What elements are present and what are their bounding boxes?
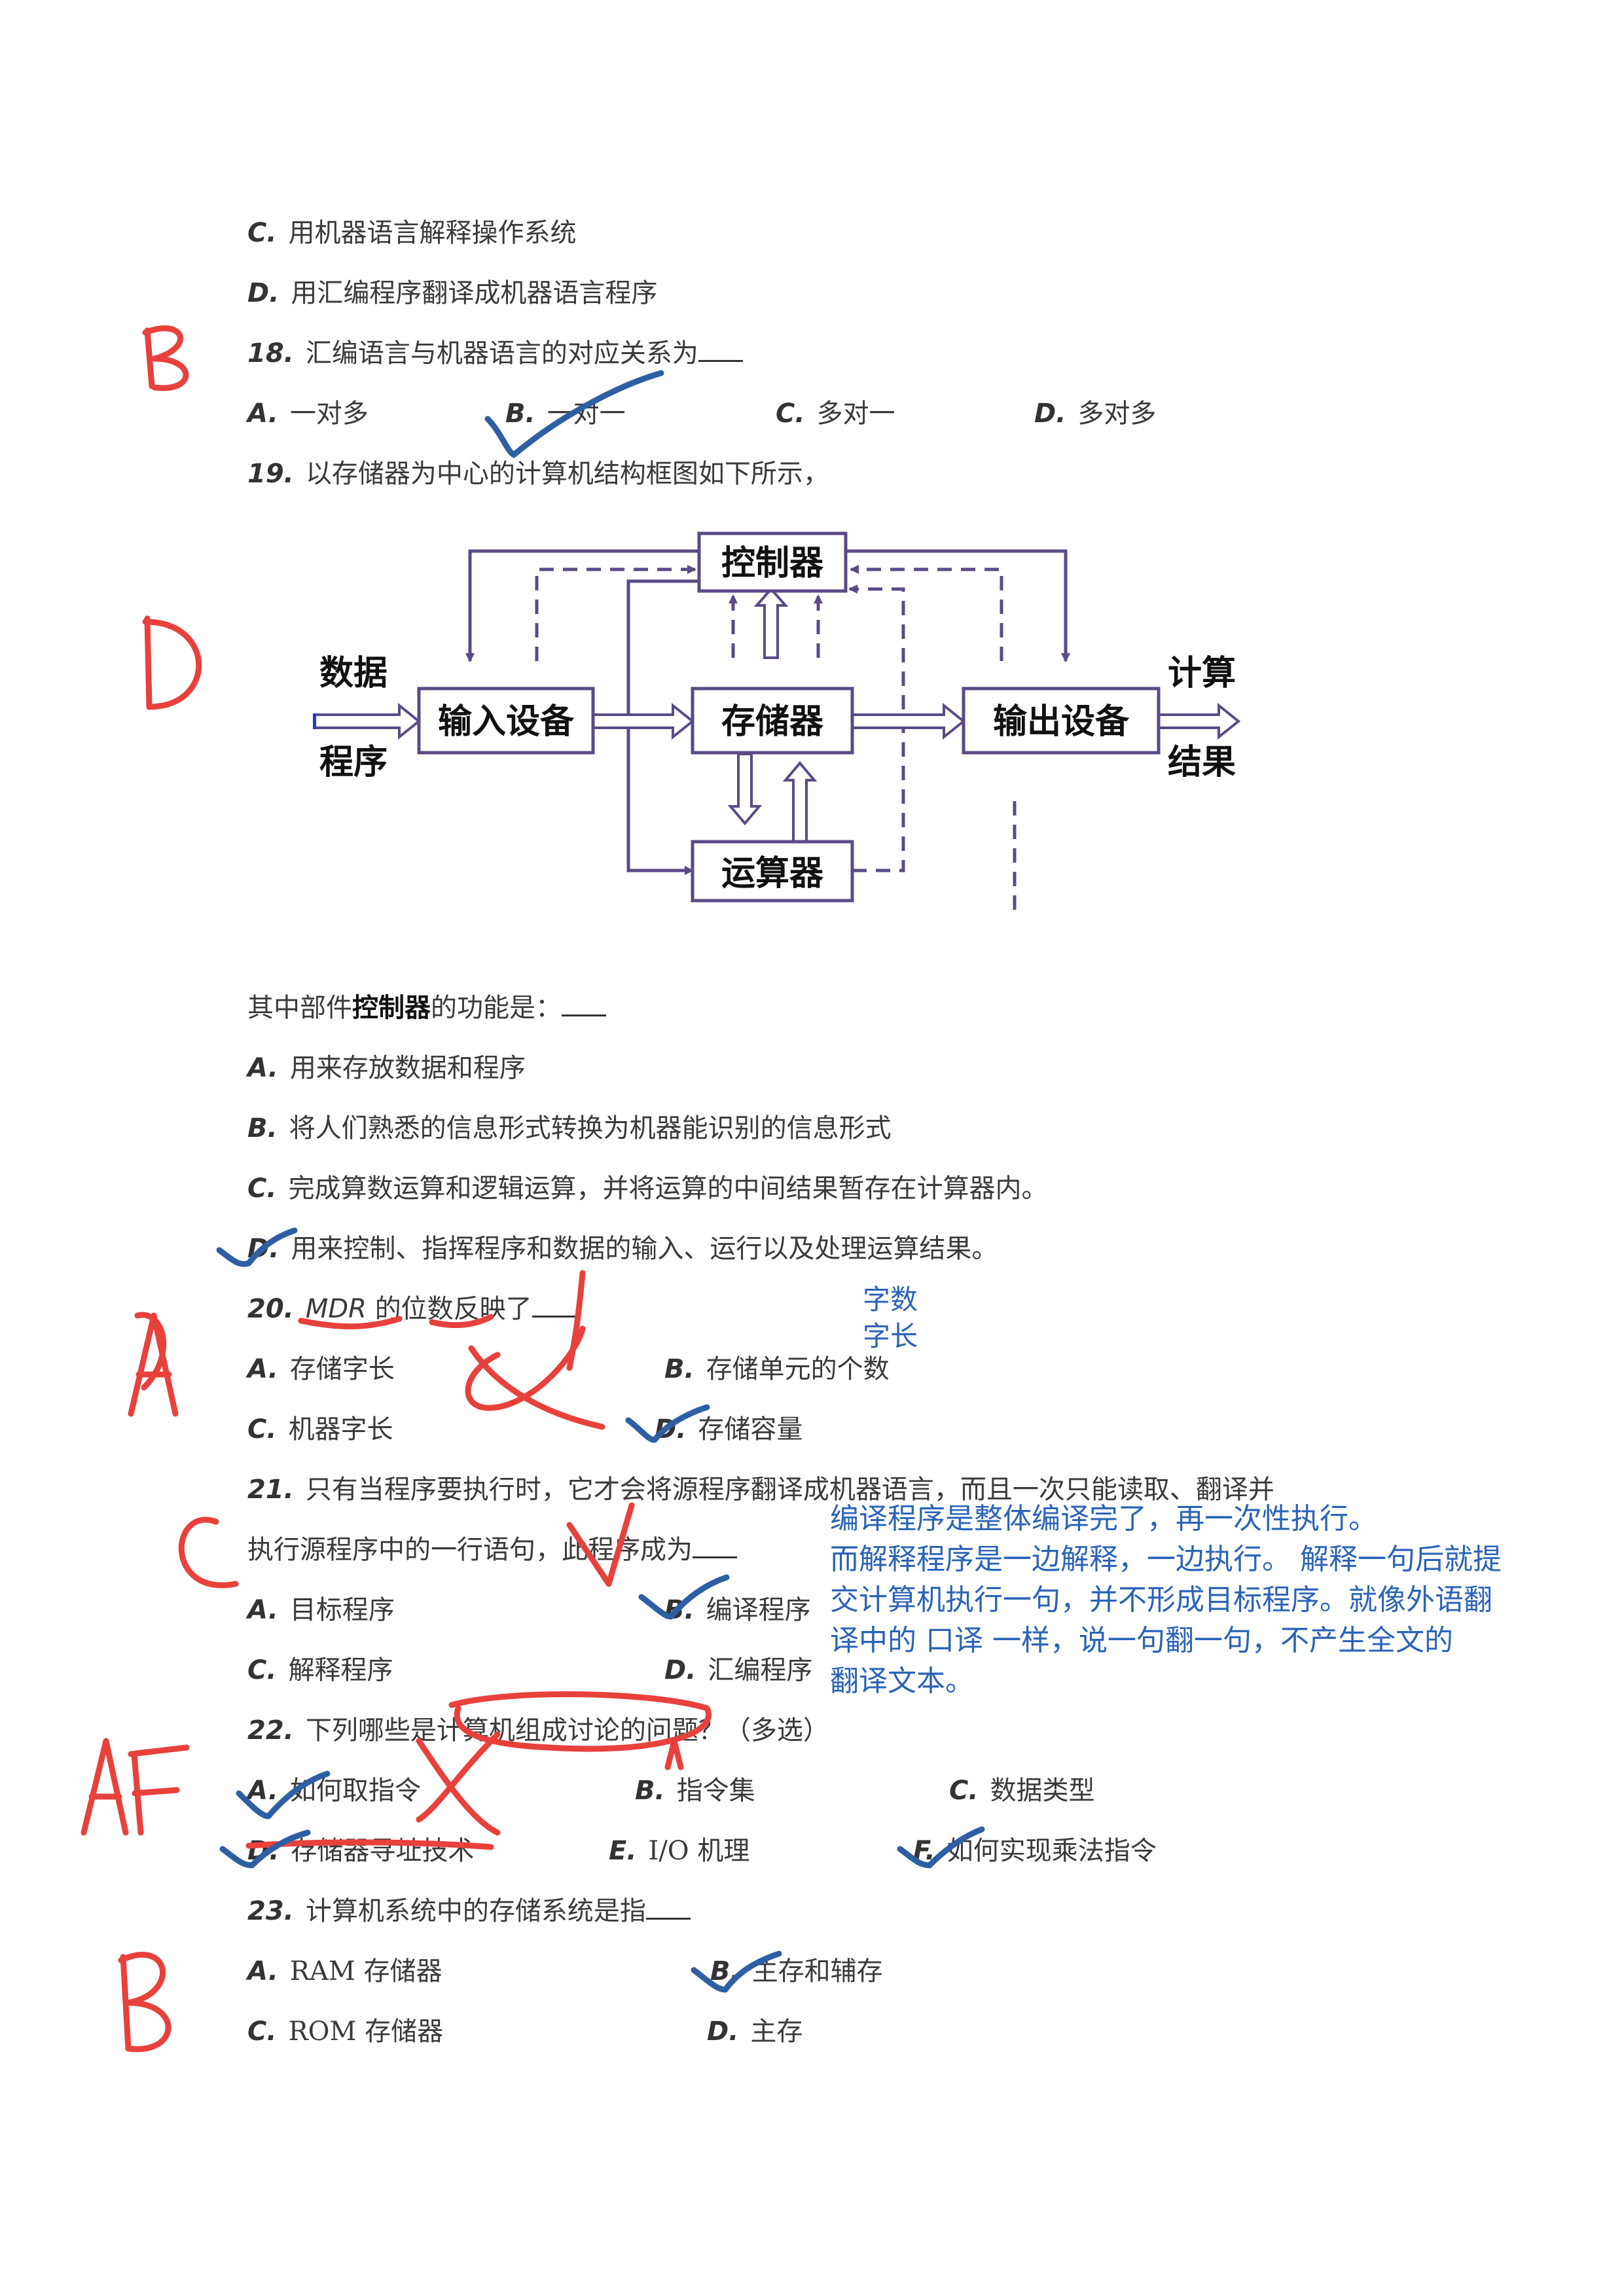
input-box [417, 687, 595, 755]
output-box [962, 687, 1161, 755]
q18-option-b: B.一对一 [505, 399, 626, 429]
q20-option-a: A.存储字长 [247, 1354, 395, 1384]
controller-label: 控制器 [721, 544, 824, 583]
q19-stem: 19.以存储器为中心的计算机结构框图如下所示， [247, 459, 829, 489]
memory-box [691, 687, 854, 755]
q17-option-d: D.用汇编程序翻译成机器语言程序 [247, 278, 658, 308]
q21-option-a: A.目标程序 [247, 1595, 395, 1625]
compute-out-label: 计算 [1168, 654, 1236, 693]
q22-option-e: E.I/O 机理 [609, 1836, 750, 1866]
q22-handwritten-answer [81, 1738, 190, 1836]
alu-box [691, 840, 854, 903]
answer-blank [698, 338, 743, 362]
data-in-label: 数据 [319, 654, 388, 693]
q22-option-b: B.指令集 [635, 1776, 755, 1806]
program-in-label: 程序 [319, 743, 388, 782]
q21-option-c: C.解释程序 [247, 1655, 393, 1685]
q19-option-b: B.将人们熟悉的信息形式转换为机器能识别的信息形式 [247, 1113, 892, 1143]
q17-option-c: C.用机器语言解释操作系统 [247, 218, 577, 248]
q19-question: 其中部件控制器的功能是： [247, 990, 606, 1026]
q20-option-c: C.机器字长 [247, 1414, 393, 1444]
answer-blank [532, 1293, 577, 1318]
q22-stem: 22.下列哪些是计算机组成讨论的问题？（多选） [247, 1715, 829, 1746]
controller-box [697, 531, 848, 593]
result-out-label: 结果 [1168, 743, 1236, 782]
q21-option-d: D.汇编程序 [664, 1655, 813, 1685]
q22-option-d: D.存储器寻址技术 [247, 1836, 475, 1866]
q22-option-c: C.数据类型 [949, 1776, 1095, 1806]
q23-option-c: C.ROM 存储器 [247, 2017, 444, 2047]
memory-label: 存储器 [721, 702, 824, 742]
q19-option-c: C.完成算数运算和逻辑运算，并将运算的中间结果暂存在计算器内。 [247, 1174, 1048, 1204]
input-label: 输入设备 [438, 702, 575, 742]
computer-structure-diagram: 控制器 输入设备 存储器 输出设备 运算器 数据 程序 计算 结果 [288, 524, 1244, 916]
q21-stem-line-2: 执行源程序中的一行语句，此程序成为 [247, 1532, 737, 1568]
output-label: 输出设备 [993, 702, 1130, 742]
alu-label: 运算器 [721, 854, 824, 893]
q23-option-d: D.主存 [707, 2017, 803, 2047]
q21-option-b: B.编译程序 [664, 1595, 811, 1625]
answer-blank [562, 992, 606, 1016]
q22-option-a: A.如何取指令 [247, 1776, 421, 1806]
q22-option-f: F.如何实现乘法指令 [913, 1836, 1157, 1866]
q20-option-d: D.存储容量 [655, 1414, 803, 1444]
q20-handwritten-answer [128, 1312, 179, 1417]
q20-margin-note: 字数字长 [863, 1283, 918, 1352]
q18-option-a: A.一对多 [247, 399, 369, 429]
q20-option-b: B.存储单元的个数 [664, 1354, 890, 1384]
q21-handwritten-answer [178, 1516, 239, 1588]
q20-stem: 20.MDR 的位数反映了 [247, 1291, 577, 1327]
q21-stem-line-1: 21.只有当程序要执行时，它才会将源程序翻译成机器语言，而且一次只能读取、翻译并 [247, 1475, 1274, 1505]
q18-stem: 18.汇编语言与机器语言的对应关系为 [247, 335, 743, 372]
q21-margin-note: 编译程序是整体编译完了，再一次性执行。 而解释程序是一边解释，一边执行。 解释一… [830, 1502, 1502, 1698]
q23-option-a: A.RAM 存储器 [247, 1956, 442, 1986]
q19-option-a: A.用来存放数据和程序 [247, 1053, 526, 1083]
q23-handwritten-answer [118, 1952, 171, 2053]
q19-option-d: D.用来控制、指挥程序和数据的输入、运行以及处理运算结果。 [247, 1234, 998, 1264]
answer-blank [645, 1895, 691, 1920]
q18-option-c: C.多对一 [776, 399, 895, 429]
q18-handwritten-answer [142, 325, 189, 391]
q23-stem: 23.计算机系统中的存储系统是指 [247, 1893, 691, 1929]
q18-option-d: D.多对多 [1034, 399, 1157, 429]
q19-handwritten-answer [142, 615, 202, 710]
answer-blank [693, 1534, 737, 1558]
q23-option-b: B.主存和辅存 [710, 1956, 883, 1986]
